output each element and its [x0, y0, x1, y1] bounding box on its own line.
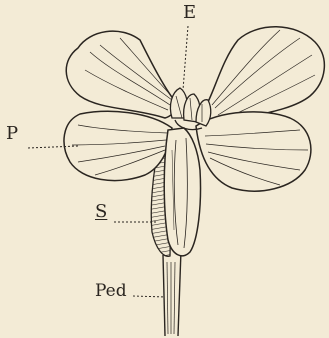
front-sepal: [164, 128, 200, 256]
upper-left-petal: [66, 31, 178, 118]
label-petal: P: [6, 125, 18, 143]
upper-right-petal: [205, 27, 324, 124]
label-stamen: E: [183, 4, 196, 22]
right-lateral-petal: [196, 112, 311, 191]
pedicel-stem: [163, 250, 181, 336]
stamen-leader: [183, 26, 188, 90]
stamens: [170, 88, 210, 130]
label-pedicel: Ped: [95, 283, 127, 300]
label-sepal: S: [95, 203, 107, 221]
pedicel-leader: [133, 296, 165, 297]
